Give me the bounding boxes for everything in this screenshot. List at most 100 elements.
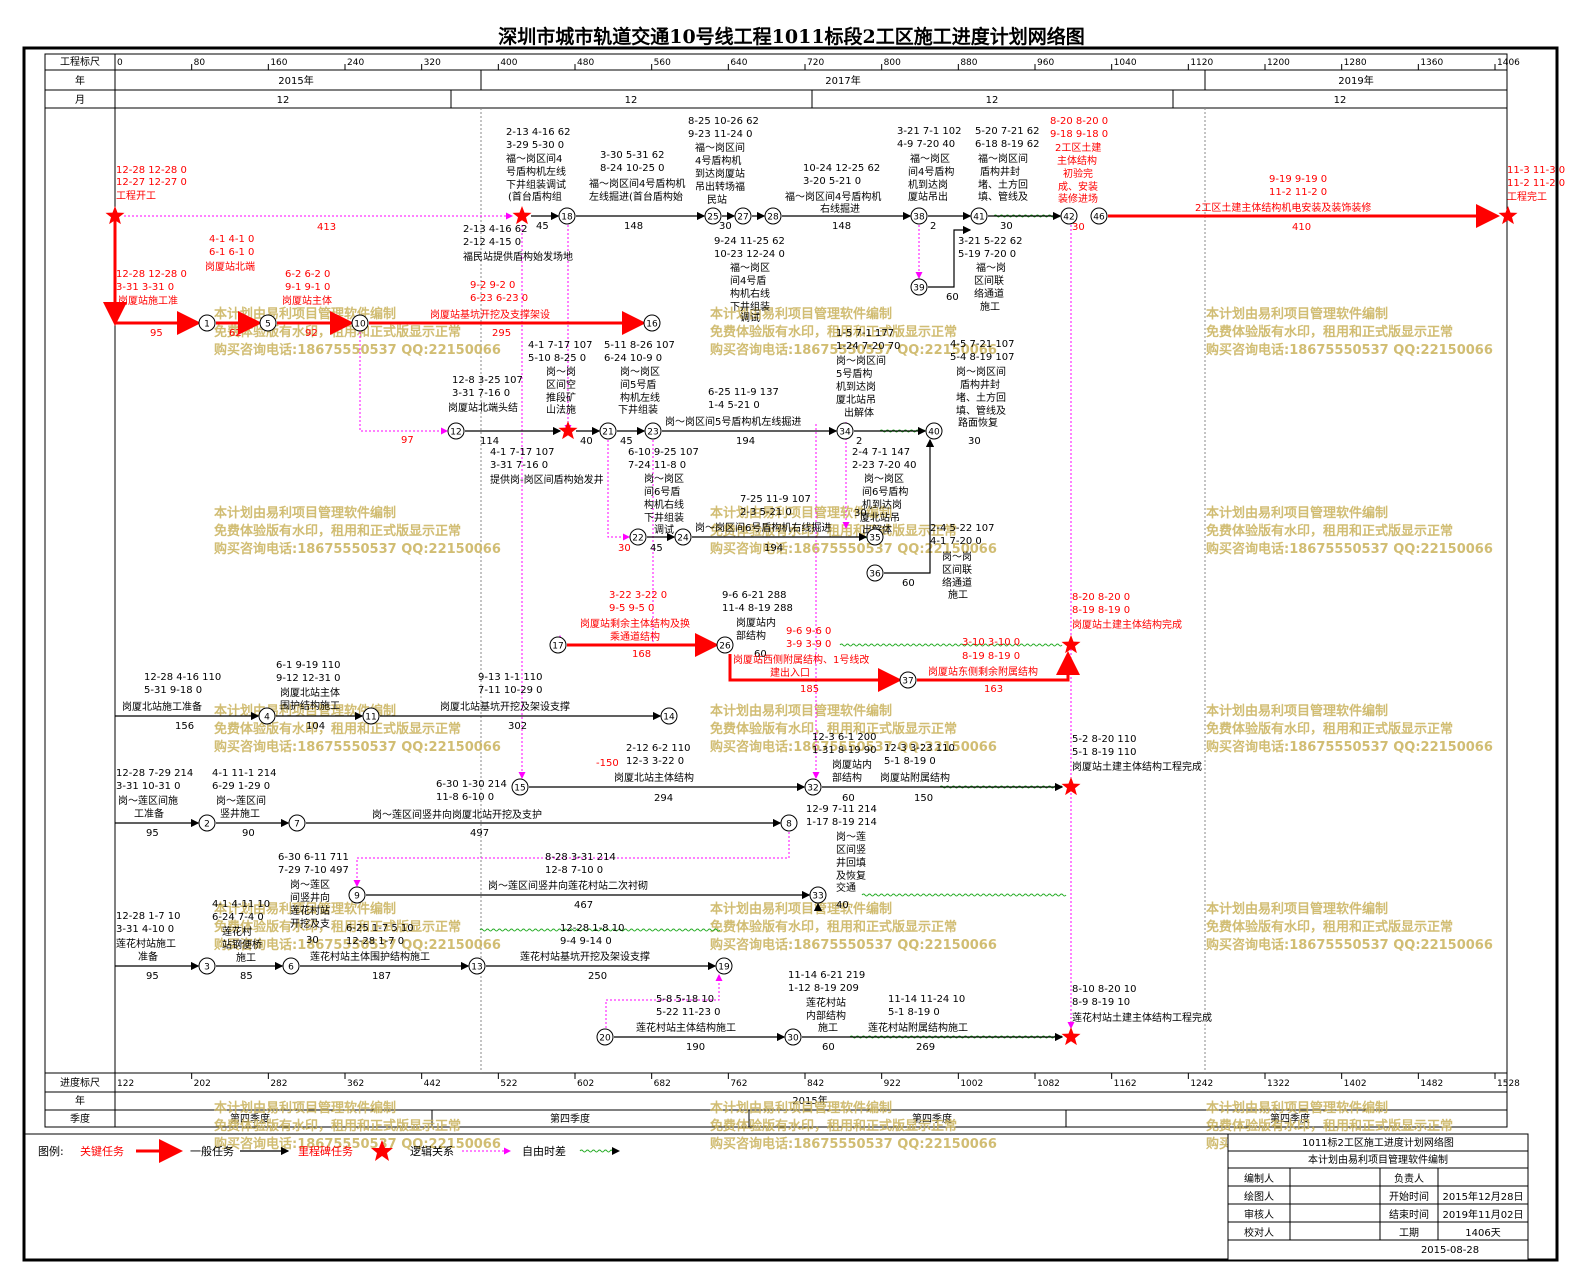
ruler-tick-label: 522: [500, 1079, 517, 1089]
task-label: 148: [624, 221, 643, 232]
task-label: 3-31 10-31 0: [116, 781, 180, 792]
quarter-label: 第四季度: [912, 1112, 952, 1125]
event-node: 18: [558, 207, 576, 225]
task-label: 岗～岗区间: [956, 365, 1006, 378]
task-label: 下井组装: [730, 300, 770, 313]
event-node-circle: [660, 707, 678, 725]
title-block-cell: 校对人: [1244, 1226, 1274, 1239]
critical-task-label: 11-3 11-3 0: [1507, 165, 1565, 176]
event-node-number: 39: [913, 284, 925, 294]
task-label: 9-13 1-1 110: [478, 672, 542, 683]
event-node-number: 18: [561, 213, 573, 223]
task-label: 30: [306, 935, 319, 946]
task-label: 福～岗区: [730, 261, 770, 274]
watermark-text: 免费体验版有水印，租用和正式版显示正常: [214, 1118, 461, 1134]
ruler-tick-label: 842: [807, 1079, 824, 1089]
event-node-number: 15: [514, 784, 525, 794]
task-label: 开挖及支: [290, 917, 330, 930]
event-node-circle: [549, 636, 567, 654]
task-label: 6-24 10-9 0: [604, 353, 662, 364]
task-label: 7-24 11-8 0: [628, 460, 686, 471]
task-label: 提供岗-岗区间盾构始发井: [490, 473, 604, 486]
task-label: 9-6 6-21 288: [722, 590, 786, 601]
task-label: 围护结构施工: [280, 699, 340, 712]
event-node-circle: [704, 207, 722, 225]
outer-frame: [22, 46, 1559, 1262]
legend-milestone-star: [371, 1140, 393, 1161]
task-label: 3-20 5-21 0: [803, 176, 861, 187]
task-label: 填、管线及: [978, 190, 1028, 203]
critical-task-label: 11-2 11-2 0: [1269, 187, 1327, 198]
ruler-tick-label: 320: [424, 58, 441, 68]
event-node-circle: [644, 422, 662, 440]
task-label: (首台盾构组: [508, 190, 562, 203]
task-label: 60: [822, 1042, 835, 1053]
task-label: 11-14 6-21 219: [788, 970, 865, 981]
task-label: 5-8 5-18 10: [656, 994, 714, 1005]
task-label: 岗～莲区间竖井向莲花村站二次衬砌: [488, 879, 648, 892]
critical-task-label: 9-1 9-1 0: [285, 282, 330, 293]
task-label: 6-25 11-9 137: [708, 387, 779, 398]
header-labels: 工程标尺 年 月 2015年 2017年 2019年 12 12 12 12 进…: [60, 56, 1374, 1125]
task-label: 福～岗区间: [978, 152, 1028, 165]
event-node-circle: [596, 1028, 614, 1046]
task-label: 2: [930, 221, 936, 232]
critical-task-label: 岗厦站西侧附属结构、1号线改: [733, 653, 869, 666]
ruler-tick-label: 602: [577, 1079, 594, 1089]
event-node-number: 12: [450, 428, 461, 438]
task-label: 岗～岗: [942, 551, 972, 563]
task-label: 30: [968, 436, 981, 447]
task-label: 岗～岗区间: [836, 354, 886, 367]
task-label: 填、管线及: [956, 404, 1006, 417]
task-label: 岗～莲区: [290, 879, 330, 891]
event-node-number: 11: [365, 713, 376, 723]
event-node: 25: [704, 207, 722, 225]
task-label: 间竖井向: [290, 891, 330, 904]
legend-float-arrowhead: [612, 1147, 620, 1155]
task-label: 构机左线: [620, 391, 660, 404]
task-label: 间4号盾构: [908, 165, 954, 178]
task-label: 148: [832, 221, 851, 232]
milestone-star: [105, 206, 125, 225]
task-label: 福民站提供盾构始发场地: [463, 250, 573, 263]
watermark-text: 免费体验版有水印，租用和正式版显示正常: [710, 919, 957, 935]
quarter-label: 第四季度: [1270, 1112, 1310, 1125]
event-node-number: 16: [646, 320, 658, 330]
event-node: 42: [1060, 207, 1078, 225]
task-label: 民站: [707, 193, 727, 206]
task-label: 3-29 5-30 0: [506, 140, 564, 151]
ruler-tick-label: 80: [194, 58, 206, 68]
critical-task-label: 8-19 8-19 0: [962, 651, 1020, 662]
task-label: 岗～岗区: [864, 473, 904, 485]
task-label: 12-3 6-1 200: [812, 732, 876, 743]
quarter-label: 第四季度: [550, 1112, 590, 1125]
event-node-circle: [734, 207, 752, 225]
logic-relation-line: [607, 440, 630, 541]
watermark-text: 购买咨询电话:18675550537 QQ:22150066: [214, 342, 501, 358]
task-label: 井回填: [836, 856, 866, 869]
critical-task-label: 11-2 11-2 0: [1507, 178, 1565, 189]
critical-task-label: 9-19 9-19 0: [1269, 174, 1327, 185]
watermark-text: 本计划由易利项目管理软件编制: [214, 901, 396, 917]
critical-task-label: 岗厦站施工准: [118, 294, 178, 307]
event-node-number: 37: [902, 677, 913, 687]
milestone-star: [1061, 777, 1081, 796]
critical-task-label: 413: [317, 222, 336, 233]
event-node-circle: [198, 314, 216, 332]
event-node-number: 17: [552, 642, 563, 652]
logic-relation-line: [359, 332, 448, 435]
event-node: 46: [1090, 207, 1108, 225]
title-block-cell: 负责人: [1394, 1172, 1424, 1185]
task-label: 6-24 7-4 0: [212, 912, 264, 923]
task-label: 间6号盾构: [862, 485, 908, 498]
task-label: 8-28 3-31 214: [545, 852, 616, 863]
task-label: 间4号盾: [730, 274, 766, 287]
event-node-number: 32: [807, 784, 818, 794]
task-label: 及恢复: [836, 869, 866, 882]
event-node: 36: [866, 564, 884, 582]
event-node-circle: [804, 778, 822, 796]
task-label: 45: [620, 436, 633, 447]
critical-task-label: 4-1 4-1 0: [209, 234, 254, 245]
